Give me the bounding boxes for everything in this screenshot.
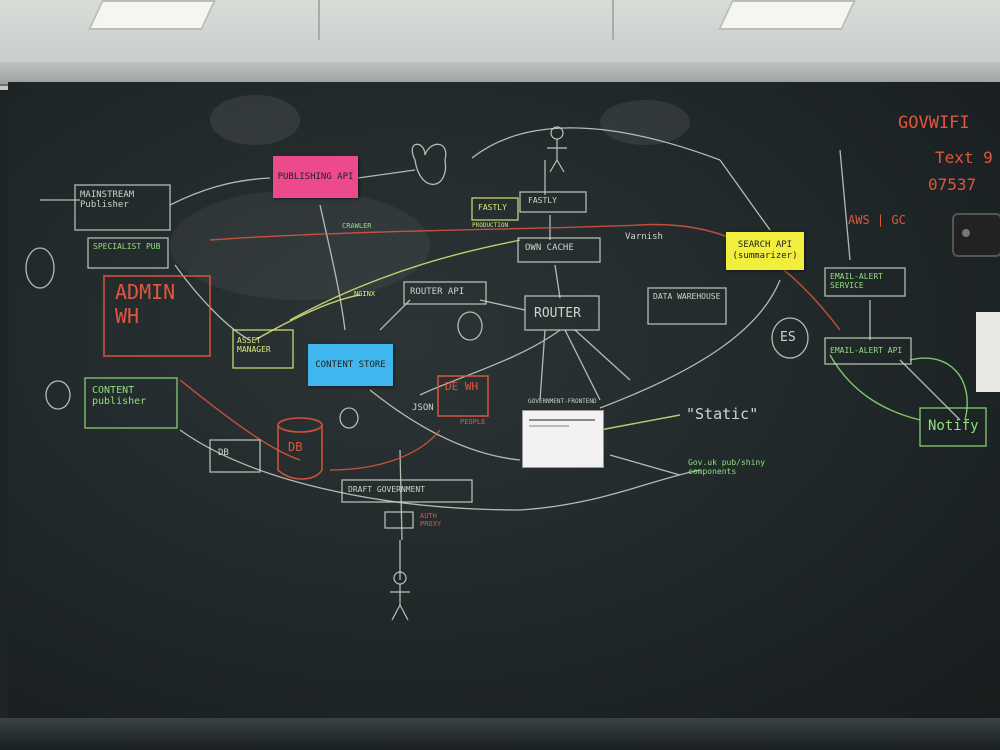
- db-small-label: DB: [218, 448, 229, 458]
- search-api-sticky: SEARCH API (summarizer): [726, 232, 804, 270]
- notify-label: Notify: [928, 418, 979, 434]
- production-label: PRODUCTION: [472, 222, 509, 229]
- text-label: Text 9: [935, 148, 993, 167]
- government-frontend-label: GOVERNMENT-FRONTEND: [528, 398, 597, 405]
- email-alert-api-label: EMAIL-ALERT API: [830, 346, 903, 355]
- ceiling-seam: [612, 0, 614, 40]
- de-wh-label: DE WH: [445, 380, 479, 393]
- phone-label: 07537: [928, 175, 977, 194]
- govuk-components-label: Gov.uk pub/shiny components: [688, 458, 766, 476]
- publishing-api-sticky: PUBLISHING API: [273, 156, 358, 198]
- content-store-sticky: CONTENT STORE: [308, 344, 393, 386]
- es-label: ES: [780, 330, 796, 345]
- crawler-label: CRAWLER: [342, 222, 372, 230]
- light-reflection: [210, 95, 300, 145]
- draft-government-label: DRAFT GOVERNMENT: [348, 485, 426, 494]
- nginx-label: NGINX: [354, 290, 376, 298]
- blackboard: [8, 82, 1000, 722]
- data-warehouse-label: DATA WAREHOUSE: [653, 292, 721, 301]
- fastly-label: FASTLY: [528, 196, 557, 205]
- email-alert-service-label: EMAIL-ALERT SERVICE: [830, 272, 883, 290]
- aws-gc-label: AWS | GC: [848, 213, 906, 227]
- fastly-label-yellow: FASTLY: [478, 203, 507, 212]
- db-label: DB: [288, 440, 303, 454]
- frontend-screen-printout: [522, 410, 604, 468]
- asset-manager-label: ASSET MANAGER: [237, 336, 271, 354]
- govwifi-label: GOVWIFI: [898, 113, 970, 133]
- specialist-pub-label: SPECIALIST PUB: [93, 242, 161, 251]
- static-label: "Static": [686, 405, 759, 423]
- router-api-label: ROUTER API: [410, 287, 465, 297]
- json-label: JSON: [412, 403, 434, 413]
- auth-proxy-label: AUTH PROXY: [420, 512, 442, 528]
- wall-sensor-device: [952, 213, 1000, 257]
- mainstream-publisher-label: MAINSTREAM Publisher: [80, 190, 135, 210]
- people-label: PEOPLE: [460, 418, 486, 426]
- light-reflection: [170, 190, 430, 300]
- wall-paper-sign: [976, 312, 1000, 392]
- admin-wh-label: ADMIN WH: [115, 280, 176, 328]
- board-ledge: [0, 718, 1000, 750]
- router-label: ROUTER: [534, 306, 581, 321]
- content-publisher-label: CONTENT publisher: [92, 385, 147, 407]
- varnish-label: Varnish: [625, 232, 663, 242]
- own-cache-label: OWN CACHE: [525, 243, 574, 253]
- ceiling-seam: [318, 0, 320, 40]
